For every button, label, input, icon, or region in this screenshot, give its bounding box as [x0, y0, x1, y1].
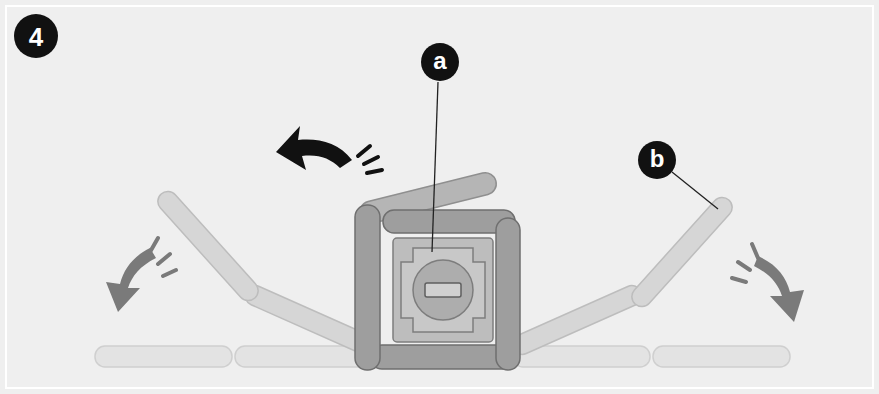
step-number: 4: [29, 24, 43, 50]
step-badge: [14, 14, 58, 58]
callout-letter: b: [650, 147, 665, 171]
leader-line: [672, 172, 718, 209]
fold-arrow-right: [732, 244, 804, 322]
callout-letter: a: [433, 49, 446, 73]
background: [6, 6, 873, 388]
callout-badge: [638, 141, 676, 179]
rotation-arrow: [276, 126, 382, 173]
knob: [393, 238, 493, 342]
leader-line: [432, 82, 438, 252]
square-frame: [355, 205, 520, 370]
fold-arrow-left: [106, 238, 176, 312]
raised-arms: [154, 187, 737, 357]
callout-badge: [421, 43, 459, 81]
